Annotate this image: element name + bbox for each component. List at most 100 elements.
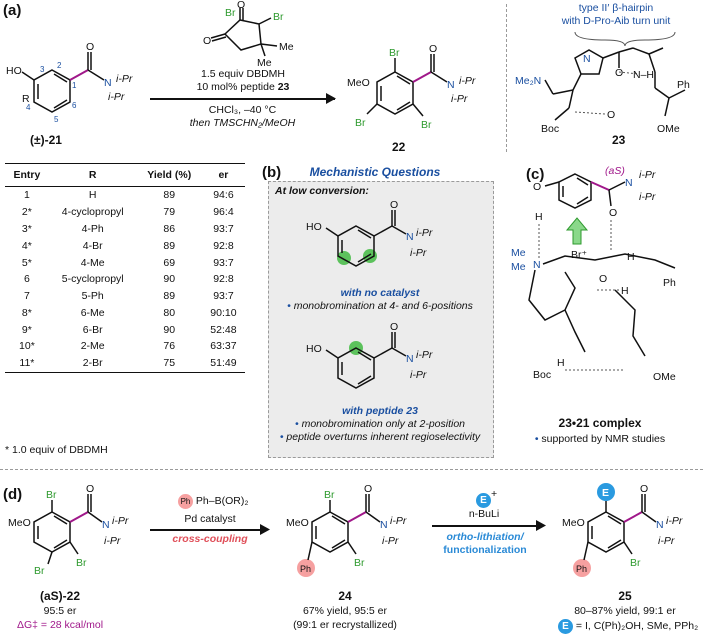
phenyl-badge-icon: Ph (178, 494, 193, 509)
cell: 93:7 (213, 256, 234, 269)
cell: 5* (21, 256, 32, 269)
nitrogen-label: N (380, 519, 388, 531)
no-catalyst-bullet: • monobromination at 4- and 6-positions (287, 300, 473, 312)
peptide-title-2: with D-Pro-Aib turn unit (561, 15, 671, 27)
ipr-label: i-Pr (639, 169, 656, 181)
nitrogen-label: N (104, 77, 112, 89)
reagent-line: 1.5 equiv DBDMH (200, 68, 286, 80)
br-label: Br (76, 557, 87, 569)
header-r: R (48, 163, 137, 187)
boc-label: Boc (541, 123, 559, 135)
methoxy-label: MeO (286, 517, 309, 529)
boronate-reagent: Ph Ph–B(OR)₂ (178, 494, 248, 509)
svg-text:O: O (86, 483, 94, 495)
ipr-label: i-Pr (451, 93, 468, 105)
br-label: Br (355, 117, 366, 129)
no-catalyst-title: with no catalyst (340, 287, 420, 299)
cell: 2-Br (48, 354, 137, 373)
position-label: 5 (54, 115, 59, 124)
cell: 93:7 (213, 290, 234, 303)
cell: 10* (19, 340, 35, 353)
reaction-arrow (150, 98, 335, 100)
arrow-head (326, 93, 336, 104)
hydroxyl-label: HO (306, 343, 322, 355)
electrophile-letter: E (602, 487, 609, 499)
cell: 4* (21, 239, 32, 252)
phenyl-label: Ph (677, 79, 690, 91)
svg-text:O: O (203, 35, 211, 47)
nitrogen-label: N (656, 519, 664, 531)
peptide-case-text-2: peptide overturns inherent regioselectiv… (286, 431, 481, 443)
nmr-note-text: supported by NMR studies (541, 433, 666, 445)
hydroxyl-label: HO (306, 221, 322, 233)
svg-text:O: O (86, 41, 94, 53)
cell: 94:6 (213, 189, 234, 202)
br-label: Br (324, 489, 335, 501)
peptide-case-structure: O HO N i-Pr i-Pr (306, 321, 433, 389)
svg-text:O: O (390, 199, 398, 211)
cell: 90:10 (210, 306, 237, 319)
me-label: Me (279, 41, 294, 53)
cell: 92:8 (213, 273, 234, 286)
nitrogen-label: N (447, 79, 455, 91)
cell: 93:7 (213, 222, 234, 235)
conditions-line-1: CHCl₃, –40 °C (208, 104, 277, 116)
o-label: O (599, 273, 607, 285)
no-catalyst-structure: O HO N i-Pr i-Pr (306, 199, 433, 267)
ipr-label: i-Pr (459, 75, 476, 87)
ipr-label: i-Pr (382, 535, 399, 547)
cell: 8* (21, 306, 32, 319)
methoxy-label: MeO (562, 517, 585, 529)
ome-label: OMe (653, 371, 676, 383)
phenyl-label: Ph (576, 564, 587, 574)
table-footnote: * 1.0 equiv of DBDMH (5, 444, 108, 456)
ipr-label: i-Pr (410, 247, 427, 259)
cell: 89 (163, 189, 176, 202)
nbuli-reagent: n-BuLi (468, 508, 500, 520)
cell: 63:37 (210, 340, 237, 353)
table-header-row: Entry R Yield (%) er (5, 163, 245, 187)
cell: 4-Br (82, 239, 103, 252)
cell: 86 (163, 222, 176, 235)
nitrogen-label: N (102, 519, 110, 531)
compound-25-yield: 80–87% yield, 99:1 er (574, 605, 676, 617)
compound-25-label: 25 (618, 589, 632, 603)
cell: 7 (23, 290, 30, 303)
mechanistic-box (268, 181, 494, 458)
cell: 6-Me (80, 306, 105, 319)
position-label: 1 (72, 81, 77, 90)
ome-label: OMe (657, 123, 680, 135)
panel-b-label: (b) (262, 164, 282, 181)
compound-24-structure: O MeO Br Br Ph N i-Pr i-Pr (286, 483, 407, 577)
electrophile-icon: E (476, 493, 491, 509)
cell: 6-Br (82, 323, 103, 336)
panel-a-label: (a) (3, 2, 22, 19)
nh-label: N–H (633, 69, 654, 81)
peptide-case-title: with peptide 23 (342, 405, 418, 417)
panel-c-label: (c) (526, 166, 545, 183)
lithiation-label: ortho-lithiation/ functionalization (420, 531, 550, 557)
br-label: Br (273, 11, 284, 23)
compound-22-barrier: ΔG‡ = 28 kcal/mol (16, 619, 104, 631)
br-label: Br (46, 489, 57, 501)
divider-vertical (506, 4, 507, 152)
low-conversion-label: At low conversion: (275, 185, 369, 197)
peptide-title-1: type II′ β-hairpin (578, 2, 654, 14)
ipr-label: i-Pr (108, 91, 125, 103)
peptide-23-structure: O N–H N Me₂N Boc OMe Ph O (515, 31, 690, 135)
position-label: 6 (72, 101, 77, 110)
cell: H (88, 189, 97, 202)
catalyst-line: 10 mol% peptide 23 (168, 81, 318, 94)
compound-22-er: 95:5 er (43, 605, 77, 617)
cross-coupling-label: cross-coupling (172, 533, 248, 545)
boronate-text: Ph–B(OR)₂ (195, 495, 249, 507)
cell: 4-Me (80, 256, 105, 269)
cell: 2* (21, 206, 32, 219)
ipr-label: i-Pr (116, 73, 133, 85)
